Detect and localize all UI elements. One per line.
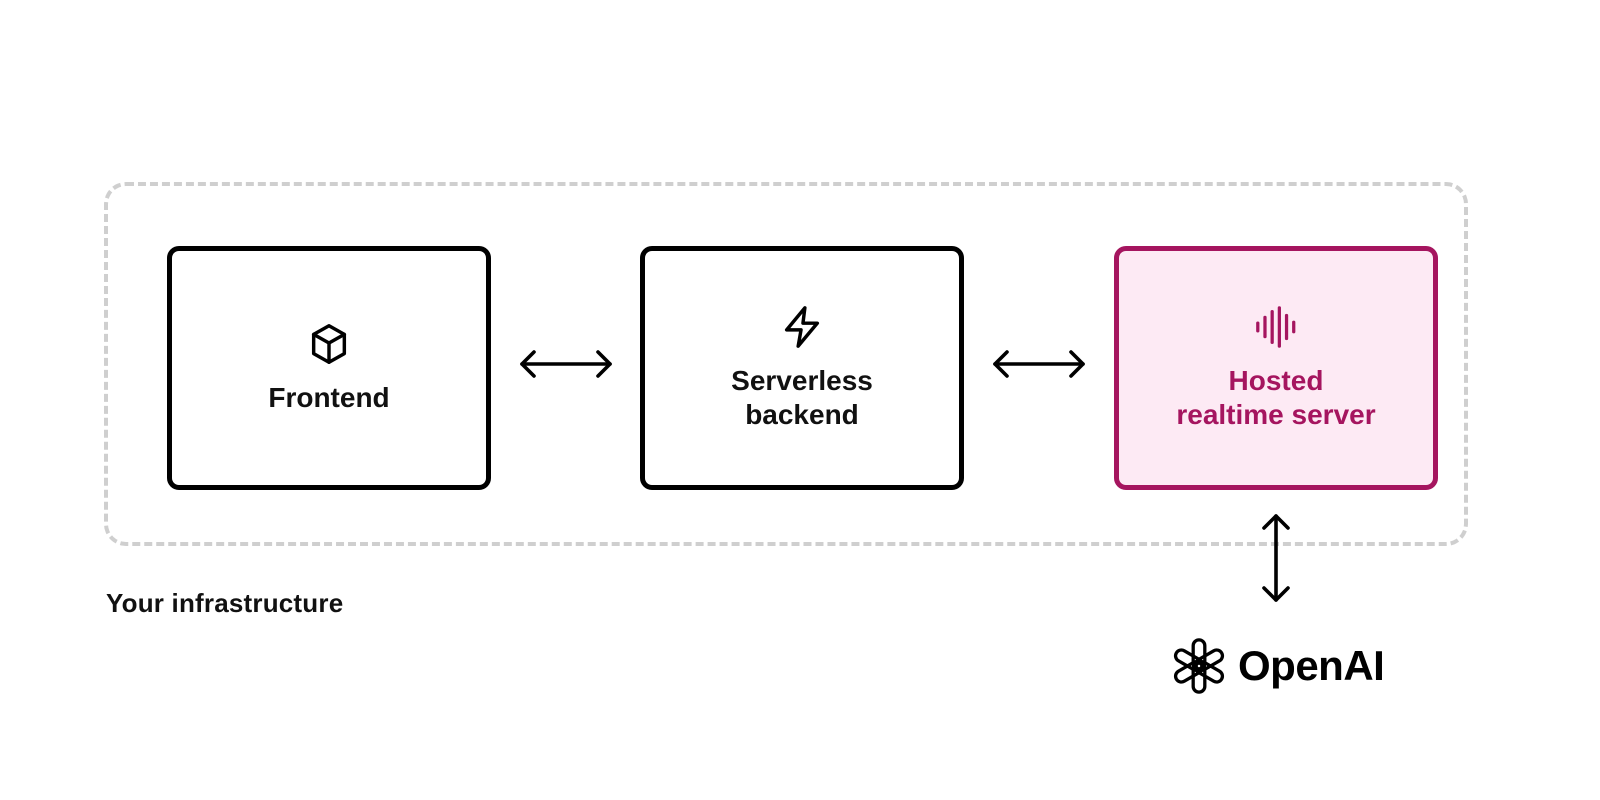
openai-logo: OpenAI bbox=[1168, 634, 1385, 698]
serverless-backend-node: Serverless backend bbox=[640, 246, 964, 490]
hosted-realtime-server-label: Hosted realtime server bbox=[1176, 365, 1376, 430]
lightning-bolt-icon bbox=[784, 306, 820, 348]
hosted-realtime-server-node: Hosted realtime server bbox=[1114, 246, 1438, 490]
serverless-backend-label: Serverless backend bbox=[731, 365, 873, 430]
cube-icon bbox=[311, 324, 347, 364]
frontend-label: Frontend bbox=[268, 382, 390, 413]
openai-name: OpenAI bbox=[1238, 642, 1385, 689]
audio-waveform-icon bbox=[1256, 306, 1296, 348]
frontend-backend-arrow bbox=[520, 350, 612, 378]
realtime-openai-arrow bbox=[1262, 514, 1290, 602]
openai-logo-icon bbox=[1173, 638, 1225, 694]
backend-realtime-arrow bbox=[993, 350, 1085, 378]
infrastructure-label: Your infrastructure bbox=[106, 588, 344, 618]
infrastructure-boundary bbox=[104, 182, 1468, 546]
frontend-node: Frontend bbox=[167, 246, 491, 490]
